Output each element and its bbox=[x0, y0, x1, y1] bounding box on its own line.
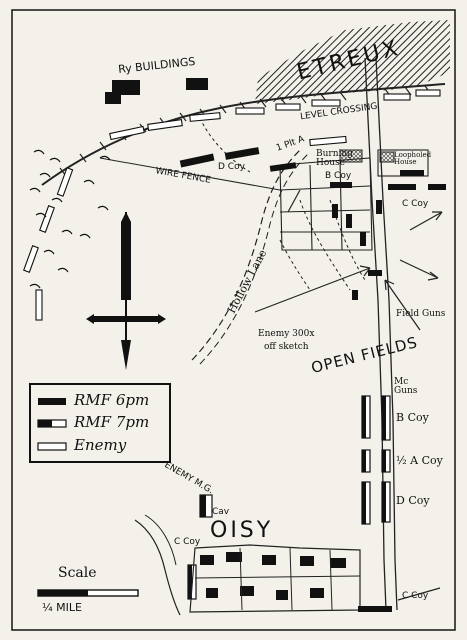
oisy-river-east bbox=[144, 514, 177, 566]
legend-label-enemy: Enemy bbox=[74, 436, 127, 454]
label-c-coy-bottom: C Coy bbox=[402, 591, 429, 601]
label-off-sketch: off sketch bbox=[264, 342, 309, 352]
label-c-coy-left: C Coy bbox=[174, 537, 201, 547]
railway-building-1 bbox=[112, 80, 140, 95]
scale-distance: ¼ MILE bbox=[42, 601, 82, 614]
legend-swatch-solid bbox=[38, 398, 66, 405]
oisy-buildings bbox=[200, 552, 392, 612]
wire-fence-line bbox=[99, 157, 281, 191]
north-arrow-icon bbox=[86, 212, 166, 370]
rmf-6pm-positions bbox=[179, 147, 446, 300]
hollow-lane-west bbox=[191, 149, 301, 361]
railway-building-2 bbox=[105, 92, 121, 104]
loopholed-house-icon bbox=[379, 151, 395, 163]
label-cav: Cav bbox=[212, 507, 230, 517]
railway-line bbox=[41, 83, 446, 186]
hollow-lane-east bbox=[199, 153, 309, 365]
legend-swatch-hollow bbox=[37, 442, 67, 451]
legend-label-rmf-6pm: RMF 6pm bbox=[74, 391, 150, 409]
main-road-west-edge bbox=[364, 57, 387, 611]
label-burning-house: Burning House bbox=[316, 149, 353, 168]
label-oisy: OISY bbox=[210, 518, 274, 543]
etreux-town-area bbox=[255, 20, 450, 104]
legend-box bbox=[29, 383, 171, 463]
label-half-a-coy: ½ A Coy bbox=[396, 454, 443, 467]
label-enemy-300x: Enemy 300x bbox=[258, 329, 315, 339]
label-mc-guns: Mc Guns bbox=[394, 377, 418, 396]
label-b-coy-top: B Coy bbox=[325, 171, 352, 181]
railway-building-3 bbox=[186, 78, 208, 90]
label-d-coy-top: D Coy bbox=[218, 162, 245, 172]
oisy-village-outline bbox=[189, 544, 361, 613]
label-b-coy-lower: B Coy bbox=[396, 411, 429, 424]
enemy-cavalry-marks bbox=[29, 149, 111, 289]
legend-label-rmf-7pm: RMF 7pm bbox=[74, 413, 150, 431]
label-c-coy-right: C Coy bbox=[402, 199, 429, 209]
oisy-streets bbox=[194, 547, 361, 611]
direction-arrows bbox=[254, 189, 443, 601]
scale-label: Scale bbox=[58, 565, 97, 581]
label-field-guns: Field Guns bbox=[396, 309, 446, 319]
label-d-coy-lower: D Coy bbox=[396, 494, 430, 507]
map-border bbox=[11, 9, 456, 631]
advance-lines bbox=[199, 117, 366, 291]
burning-house-icon bbox=[339, 149, 363, 163]
oisy-river-west bbox=[134, 519, 181, 616]
enemy-positions bbox=[23, 89, 441, 321]
label-loopholed-house: Loopholed House bbox=[394, 151, 432, 166]
